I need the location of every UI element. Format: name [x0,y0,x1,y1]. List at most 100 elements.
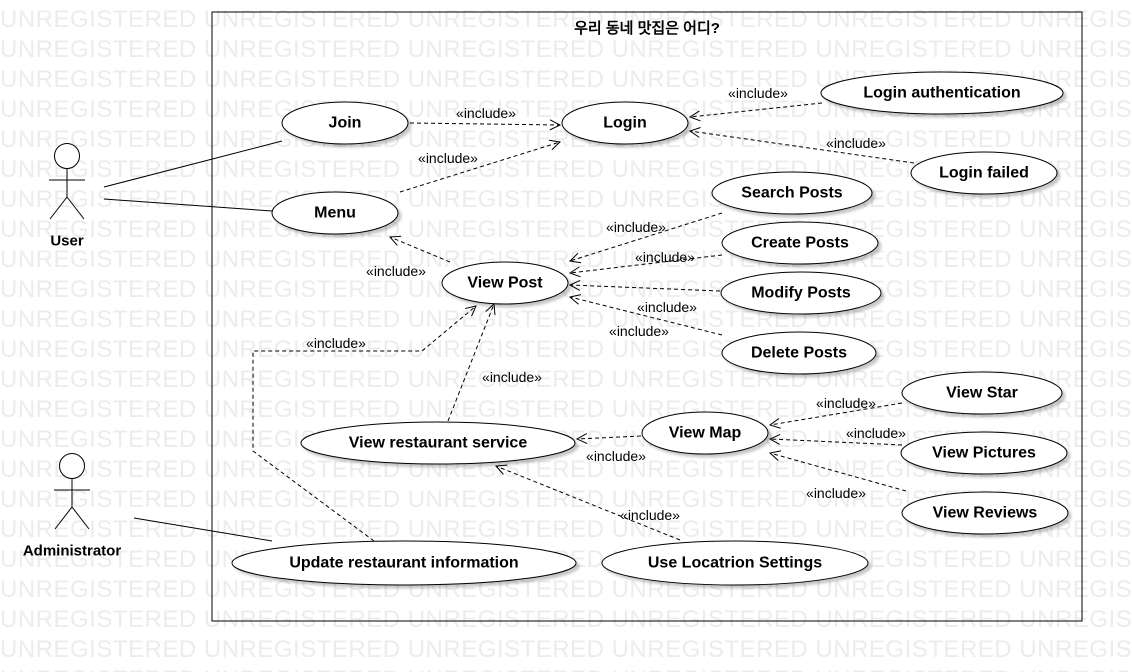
use-case-login-auth[interactable]: Login authentication [820,71,1064,115]
include-label: «include» [846,425,906,441]
use-case-search-posts[interactable]: Search Posts [711,171,873,215]
include-arrow-search_posts-to-view_post [570,212,723,261]
include-label: «include» [366,263,426,279]
include-arrow-login_auth-to-login [690,102,823,117]
use-case-ellipse [601,540,869,586]
use-case-label: View Pictures [932,445,1036,462]
include-label: «include» [637,299,697,315]
include-label: «include» [482,369,542,385]
use-case-ellipse [820,71,1064,115]
use-case-ellipse [300,421,576,465]
use-case-view-star[interactable]: View Star [901,371,1063,415]
watermark-text: UNREGISTERED UNREGISTERED UNREGISTERED U… [0,336,1132,363]
use-case-use-location-settings[interactable]: Use Locatrion Settings [601,540,869,586]
use-case-label: View Star [946,385,1018,402]
use-case-ellipse [441,261,569,305]
watermark-text: UNREGISTERED UNREGISTERED UNREGISTERED U… [0,606,1132,633]
use-case-ellipse [900,431,1068,475]
use-case-label: View Map [669,425,742,442]
use-case-create-posts[interactable]: Create Posts [721,221,879,265]
system-boundary [211,11,1083,622]
watermark-text: UNREGISTERED UNREGISTERED UNREGISTERED U… [0,246,1132,273]
use-case-label: Modify Posts [751,285,851,302]
actor-admin[interactable]: Administrator [23,453,122,560]
use-case-label: Login failed [939,165,1029,182]
use-case-delete-posts[interactable]: Delete Posts [721,331,877,375]
actor-label: Administrator [23,543,122,560]
association-user-join [103,140,283,188]
include-arrow-modify_posts-to-view_post [570,285,721,292]
include-label: «include» [620,507,680,523]
include-arrow-view_post-to-menu [390,237,451,263]
include-arrow-login_failed-to-login [690,131,915,164]
use-case-label: Delete Posts [751,345,847,362]
include-label: «include» [728,85,788,101]
include-label: «include» [609,323,669,339]
association-user-menu [103,198,273,212]
include-label: «include» [635,249,695,265]
actor-stick-figure-icon [54,453,90,530]
watermark-text: UNREGISTERED UNREGISTERED UNREGISTERED U… [0,216,1132,243]
associations [103,140,283,542]
use-case-label: Login authentication [863,85,1020,102]
use-case-view-reviews[interactable]: View Reviews [901,491,1069,535]
actor-stick-figure-icon [49,143,85,220]
use-case-ellipse [561,101,689,145]
include-arrow-view_restaurant_service-to-view_post [447,304,494,422]
watermark-text: UNREGISTERED UNREGISTERED UNREGISTERED U… [0,636,1132,663]
include-arrow-view_star-to-view_map [770,402,903,425]
use-case-ellipse [721,221,879,265]
use-case-ellipse [901,491,1069,535]
use-case-view-restaurant-service[interactable]: View restaurant service [300,421,576,465]
use-case-label: View restaurant service [349,435,528,452]
include-arrow-delete_posts-to-view_post [570,297,723,336]
include-arrow-use_location_settings-to-view_restaurant_service [496,466,681,541]
watermark-text: UNREGISTERED UNREGISTERED UNREGISTERED U… [0,186,1132,213]
use-case-login-failed[interactable]: Login failed [910,151,1058,195]
use-case-modify-posts[interactable]: Modify Posts [720,271,882,315]
use-case-ellipse [271,191,399,235]
use-case-label: Create Posts [751,235,849,252]
use-case-label: Join [329,115,362,132]
include-label: «include» [606,219,666,235]
include-label: «include» [418,150,478,166]
use-case-label: Menu [314,205,356,222]
use-case-ellipse [711,171,873,215]
use-case-ellipse [281,101,409,145]
include-label: «include» [586,448,646,464]
use-case-join[interactable]: Join [281,101,409,145]
use-case-label: Update restaurant information [289,555,518,572]
include-label: «include» [826,135,886,151]
use-case-label: Search Posts [741,185,842,202]
include-label: «include» [456,105,516,121]
include-arrow-view_map-to-view_restaurant_service [577,436,642,439]
include-arrow-view_reviews-to-view_map [770,453,907,492]
use-case-ellipse [910,151,1058,195]
use-case-view-pictures[interactable]: View Pictures [900,431,1068,475]
watermark-text: UNREGISTERED UNREGISTERED UNREGISTERED U… [0,36,1132,63]
use-case-menu[interactable]: Menu [271,191,399,235]
include-arrow-join-to-login [409,123,560,125]
watermark-text: UNREGISTERED UNREGISTERED UNREGISTERED U… [0,126,1132,153]
use-case-label: View Post [467,275,543,292]
actor-user[interactable]: User [49,143,85,250]
use-case-ellipse [901,371,1063,415]
use-case-login[interactable]: Login [561,101,689,145]
watermark-text: UNREGISTERED UNREGISTERED UNREGISTERED U… [0,576,1132,603]
watermark-text: UNREGISTERED UNREGISTERED UNREGISTERED U… [0,668,1132,672]
use-case-view-map[interactable]: View Map [641,411,769,455]
use-case-update-restaurant-info[interactable]: Update restaurant information [231,540,577,586]
use-case-label: Login [603,115,647,132]
system-title: 우리 동네 맛집은 어디? [574,19,720,37]
use-case-view-post[interactable]: View Post [441,261,569,305]
include-label: «include» [806,485,866,501]
include-relationships: «include» «include» «include» «include» «inc… [252,85,915,542]
watermark-text: UNREGISTERED UNREGISTERED UNREGISTERED U… [0,306,1132,333]
use-case-label: View Reviews [933,505,1038,522]
include-label: «include» [306,335,366,351]
use-case-ellipse [641,411,769,455]
association-admin-update_restaurant_info [133,517,273,542]
